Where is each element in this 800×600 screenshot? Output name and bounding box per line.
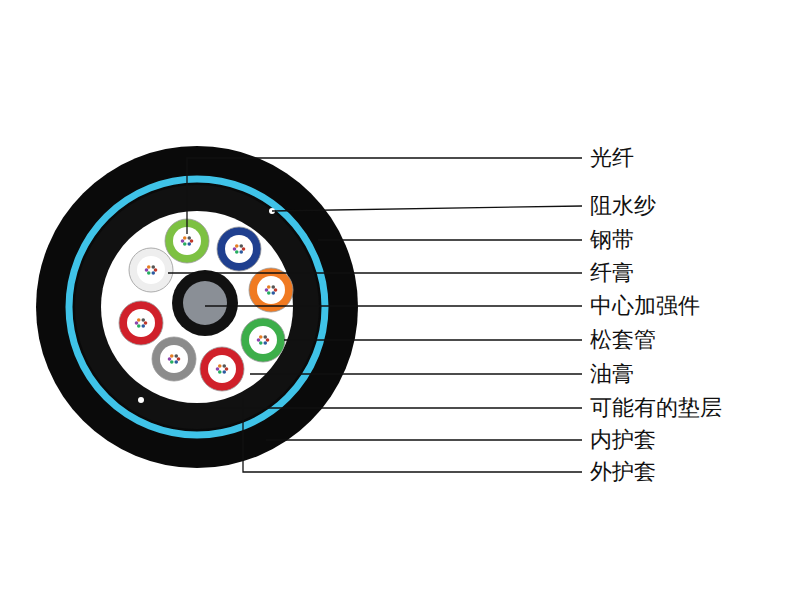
optical-fiber [170,360,174,364]
loose-tube [241,318,285,362]
loose-tube [129,248,173,292]
optical-fiber [187,236,191,240]
fiber-gel [160,345,188,373]
optical-fiber [218,364,222,368]
leader-line [266,439,582,440]
fiber-gel [225,235,253,263]
part-label: 外护套 [590,459,656,485]
leader-line [243,398,582,472]
optical-fiber [216,367,220,371]
loose-tube [217,227,261,271]
optical-fiber [144,321,148,325]
optical-fiber [263,341,267,345]
optical-fiber [187,242,191,246]
optical-fiber [242,247,246,251]
loose-tubes [119,219,293,391]
leader-line [168,272,582,273]
outer-sheath [36,146,358,468]
tube-wall [129,248,173,292]
optical-fiber [177,357,181,361]
optical-fiber [147,265,151,269]
water-blocking-yarn [138,397,144,403]
part-label: 内护套 [590,427,656,453]
part-label: 钢带 [590,227,634,253]
optical-fiber [259,335,263,339]
optical-fiber [141,324,145,328]
fiber-gel [208,355,236,383]
optical-fiber [147,271,151,275]
optical-fiber [265,288,269,292]
optical-fiber [271,291,275,295]
optical-fiber [137,318,141,322]
loose-tube [200,347,244,391]
optical-fiber [274,288,278,292]
optical-fiber [170,354,174,358]
optical-fiber [239,250,243,254]
optical-fiber [151,271,155,275]
optical-fiber [267,291,271,295]
tube-wall [200,347,244,391]
fiber-gel [127,309,155,337]
part-label: 松套管 [590,327,656,353]
optical-fiber [174,360,178,364]
loose-tube [119,301,163,345]
optical-fiber [137,324,141,328]
optical-fiber [174,354,178,358]
fiber-gel [257,276,285,304]
leader-line [200,407,582,408]
leader-line [272,206,582,211]
optical-fiber [141,318,145,322]
inner-sheath [75,185,319,429]
leader-line [318,239,582,240]
optical-fiber [263,335,267,339]
optical-fiber [271,285,275,289]
part-label: 光纤 [590,145,634,171]
cable-cross-section [36,146,358,468]
part-label: 阻水纱 [590,193,656,219]
optical-fiber [190,239,194,243]
optical-fiber [225,367,229,371]
optical-fiber [233,247,237,251]
optical-fiber [183,236,187,240]
part-label: 油膏 [590,361,634,387]
fiber-gel [249,326,277,354]
loose-tube [152,337,196,381]
leader-line [187,158,582,234]
optical-fiber [135,321,139,325]
optical-fiber [257,338,261,342]
optical-fiber [259,341,263,345]
optical-fiber [151,265,155,269]
optical-fiber [267,285,271,289]
central-strength-member [183,281,227,325]
optical-fiber [235,244,239,248]
optical-fiber [168,357,172,361]
optical-fiber [239,244,243,248]
part-label: 可能有的垫层 [590,395,722,421]
optical-fiber [218,370,222,374]
optical-fiber [266,338,270,342]
fiber-gel [137,256,165,284]
leader-line [205,305,582,306]
part-label: 纤膏 [590,260,634,286]
steel-tape [69,179,325,435]
optical-fiber [235,250,239,254]
optical-fiber [154,268,158,272]
optical-fiber [181,239,185,243]
leader-line [250,373,582,374]
tube-wall [152,337,196,381]
tube-wall [119,301,163,345]
strength-member-jacket [172,270,238,336]
leader-line [284,339,582,340]
tube-wall [241,318,285,362]
leader-lines [168,158,582,472]
part-label: 中心加强件 [590,293,700,319]
optical-fiber [145,268,149,272]
optical-fiber [222,370,226,374]
optical-fiber [222,364,226,368]
tube-wall [217,227,261,271]
optical-fiber [183,242,187,246]
